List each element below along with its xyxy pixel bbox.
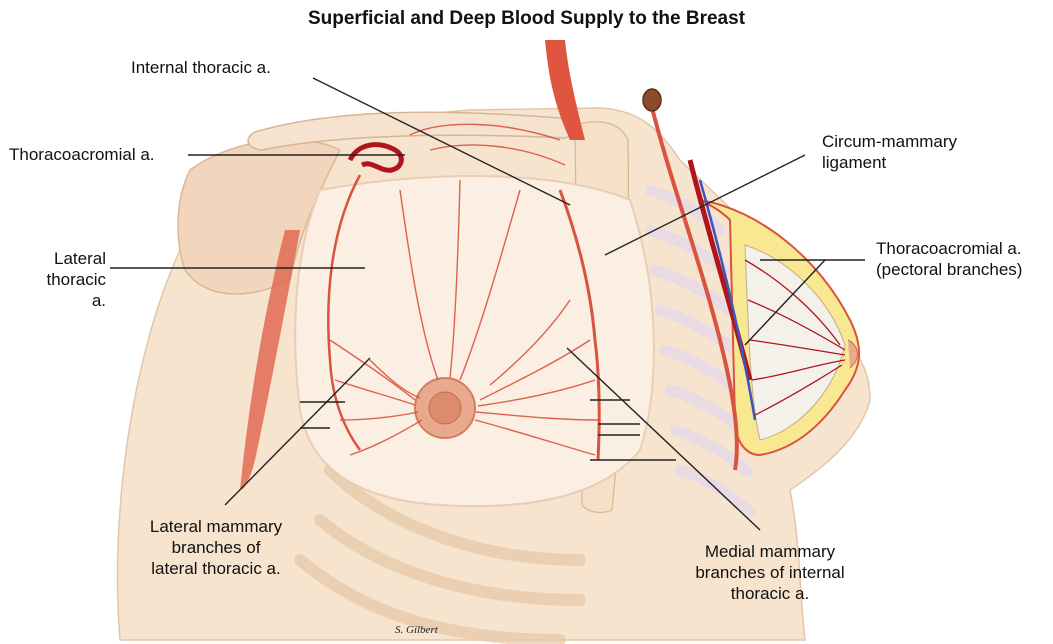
vessel-stump [643, 89, 661, 111]
label-lateral-mammary: Lateral mammary branches of lateral thor… [116, 516, 316, 579]
label-thoracoacromial-pectoral: Thoracoacromial a. (pectoral branches) [876, 238, 1022, 280]
artist-signature: S. Gilbert [395, 624, 438, 636]
figure-title: Superficial and Deep Blood Supply to the… [0, 8, 1053, 30]
nipple [429, 392, 461, 424]
label-internal-thoracic: Internal thoracic a. [131, 57, 271, 78]
label-circum-mammary: Circum-mammary ligament [822, 131, 957, 173]
label-thoracoacromial: Thoracoacromial a. [9, 144, 155, 165]
label-lateral-thoracic: Lateral thoracic a. [30, 248, 106, 311]
label-medial-mammary: Medial mammary branches of internal thor… [670, 541, 870, 604]
